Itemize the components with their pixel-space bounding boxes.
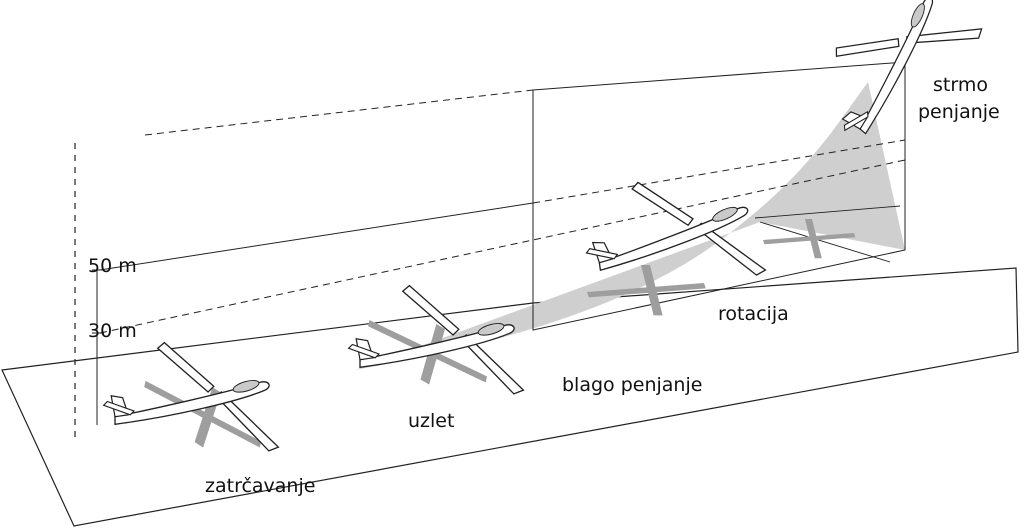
label-rotation: rotacija	[718, 303, 789, 325]
height-line-top	[144, 89, 534, 136]
height-line-50m	[99, 202, 534, 271]
label-steep-climb-line2: penjanje	[918, 101, 1000, 123]
label-50m: 50 m	[88, 255, 137, 277]
vertical-projection-plane	[532, 61, 906, 331]
climb-path-shading	[355, 82, 905, 370]
label-shallow-climb: blago penjanje	[562, 374, 702, 396]
label-ground-roll: zatrčavanje	[205, 475, 315, 497]
label-30m: 30 m	[88, 320, 137, 342]
height-line-30m	[99, 159, 906, 334]
label-steep-climb-line1: strmo	[933, 74, 988, 96]
ground-plane	[1, 267, 1019, 527]
label-liftoff: uzlet	[408, 410, 454, 432]
